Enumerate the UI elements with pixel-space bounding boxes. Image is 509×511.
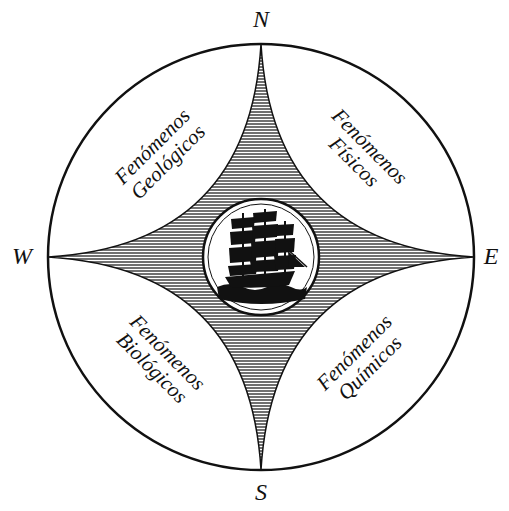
compass-direction: S [255,480,267,505]
compass-direction: N [253,7,269,32]
compass-direction: E [484,244,499,269]
center-ring [203,199,319,315]
compass-direction: W [12,244,32,269]
outer-circle [48,44,474,470]
center-inner-ring [208,204,314,310]
hatched-star [48,44,474,470]
ship-illustration [217,209,307,304]
